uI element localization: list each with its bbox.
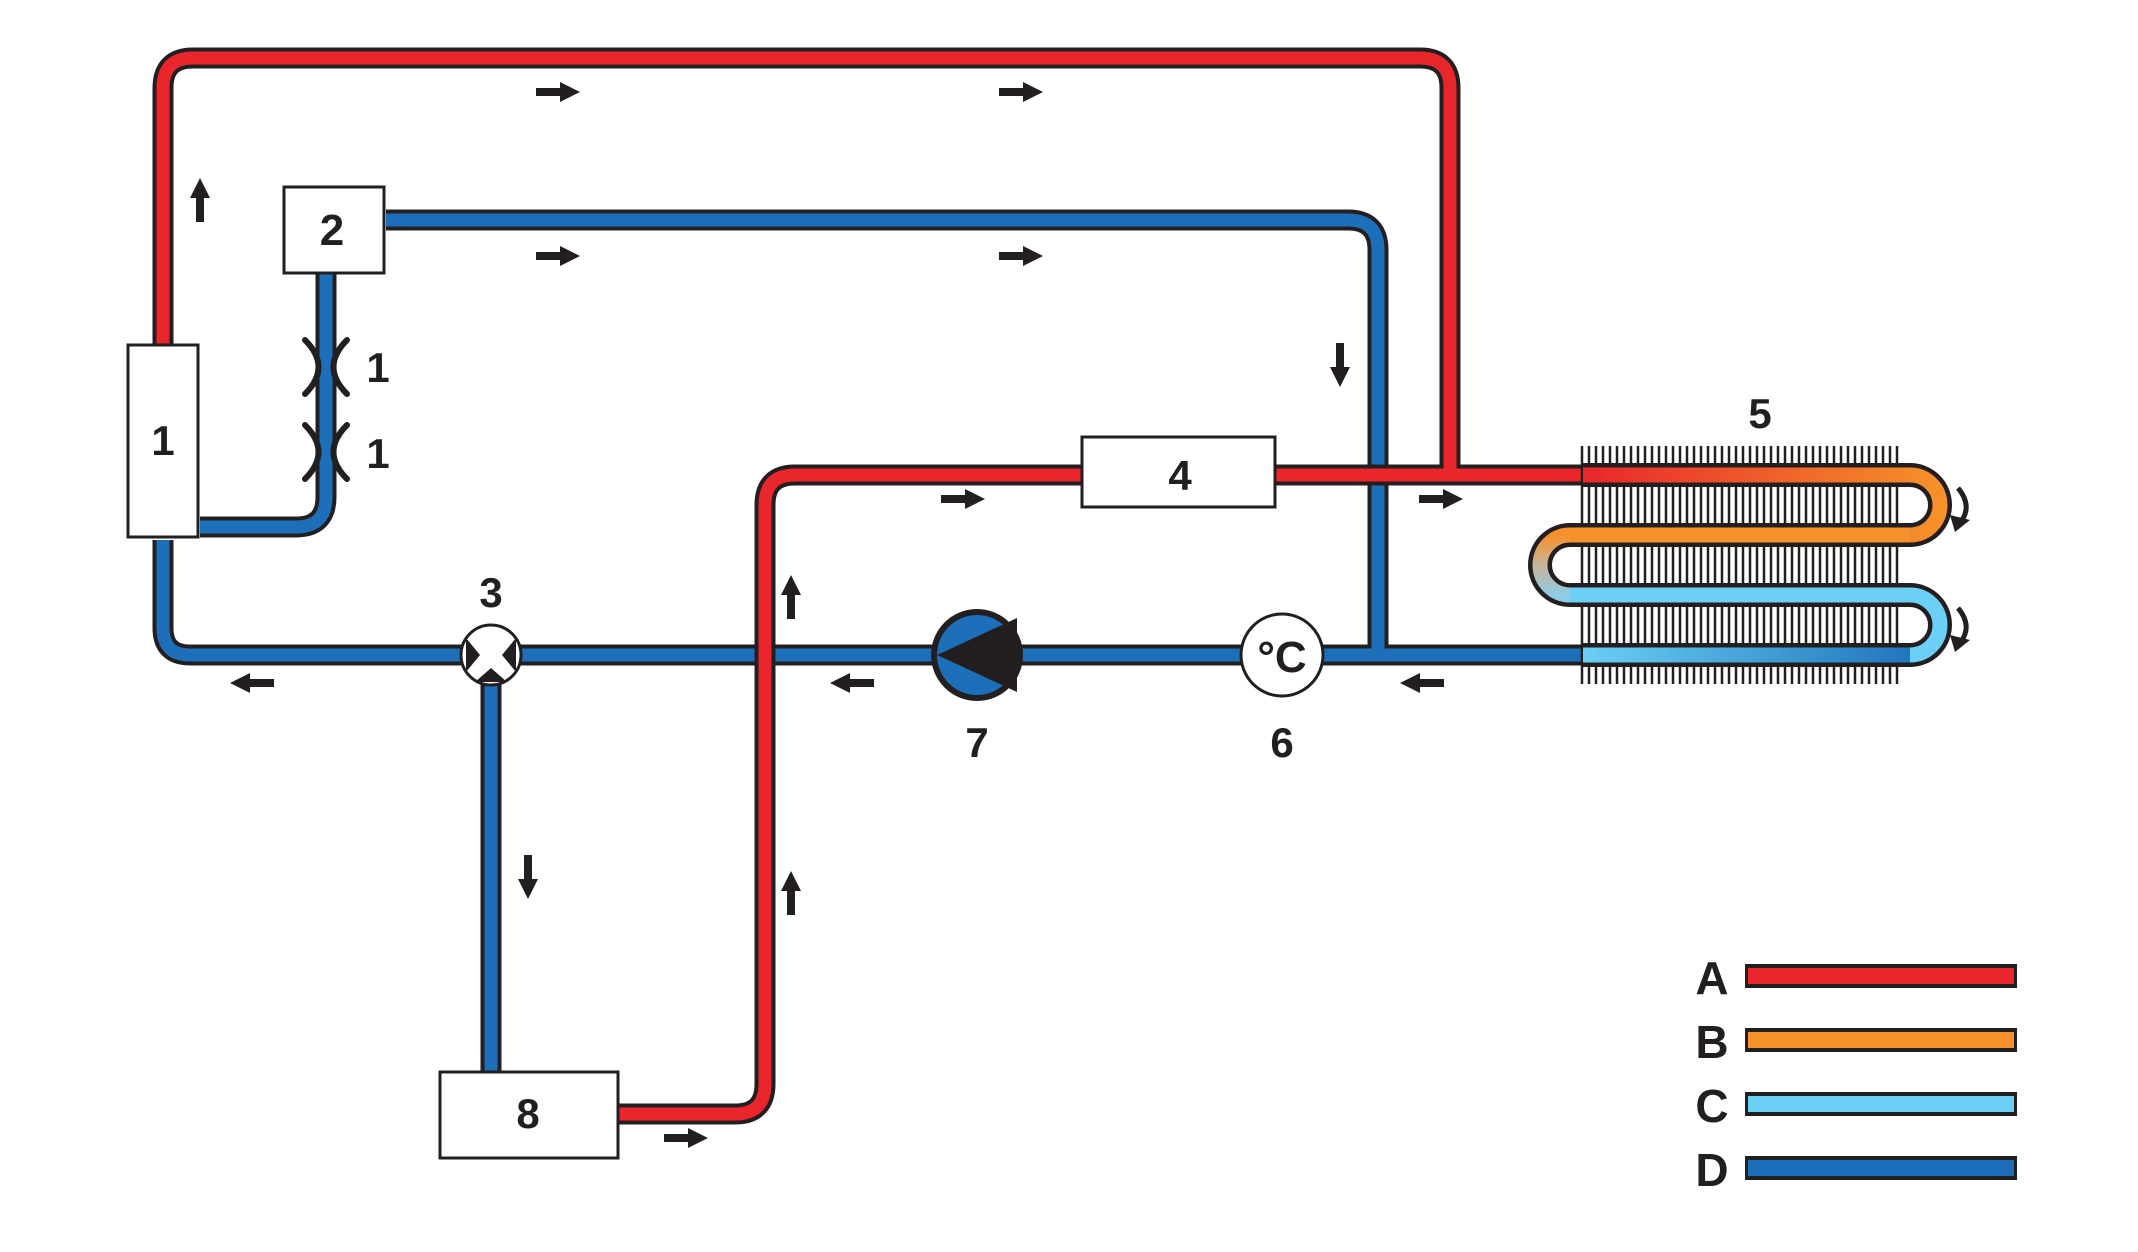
component-label-3: 3 <box>479 569 502 616</box>
component-label-1: 1 <box>151 417 174 464</box>
legend-item-d: D <box>1695 1144 2017 1196</box>
arrow-right-icon <box>536 246 580 266</box>
legend-label: D <box>1695 1144 1728 1196</box>
valve-label-lower: 1 <box>366 430 389 477</box>
component-8: 8 <box>438 1070 620 1160</box>
component-2: 2 <box>282 185 386 275</box>
arrow-right-icon <box>1419 489 1463 509</box>
arrow-up-icon <box>190 178 210 222</box>
arrow-left-icon <box>830 673 874 693</box>
valve-label-upper: 1 <box>366 344 389 391</box>
component-label-5: 5 <box>1748 390 1771 437</box>
legend-label: C <box>1695 1080 1728 1132</box>
component-label-2: 2 <box>320 206 344 255</box>
thermometer-icon: °C 6 <box>1239 612 1325 766</box>
legend-label: A <box>1695 952 1728 1004</box>
arrow-right-icon <box>941 489 985 509</box>
expansion-valve-icon <box>302 337 350 482</box>
arrow-right-icon <box>999 246 1043 266</box>
three-way-valve-icon: 3 <box>459 569 523 687</box>
flow-turn-icon <box>1956 486 1969 642</box>
component-1: 1 <box>126 343 200 539</box>
pump-icon: 7 <box>931 609 1023 766</box>
sensor-symbol: °C <box>1257 633 1306 682</box>
legend: A B C D <box>1695 952 2017 1196</box>
pipe-cold-line <box>156 213 1583 1074</box>
legend-item-a: A <box>1695 952 2017 1004</box>
condenser-5: 5 <box>1528 390 1970 684</box>
arrow-right-icon <box>664 1128 708 1148</box>
arrow-right-icon <box>999 82 1043 102</box>
arrow-right-icon <box>536 82 580 102</box>
component-label-7: 7 <box>965 719 988 766</box>
arrow-up-icon <box>781 575 801 619</box>
component-label-8: 8 <box>516 1090 539 1137</box>
component-label-4: 4 <box>1168 452 1192 499</box>
legend-label: B <box>1695 1016 1728 1068</box>
arrow-left-icon <box>230 673 274 693</box>
arrow-up-icon <box>781 871 801 915</box>
legend-item-c: C <box>1695 1080 2017 1132</box>
arrow-left-icon <box>1400 673 1444 693</box>
legend-item-b: B <box>1695 1016 2017 1068</box>
component-4: 4 <box>1080 435 1277 509</box>
arrow-down-icon <box>1330 343 1350 387</box>
component-label-6: 6 <box>1270 719 1293 766</box>
arrow-down-icon <box>518 855 538 899</box>
